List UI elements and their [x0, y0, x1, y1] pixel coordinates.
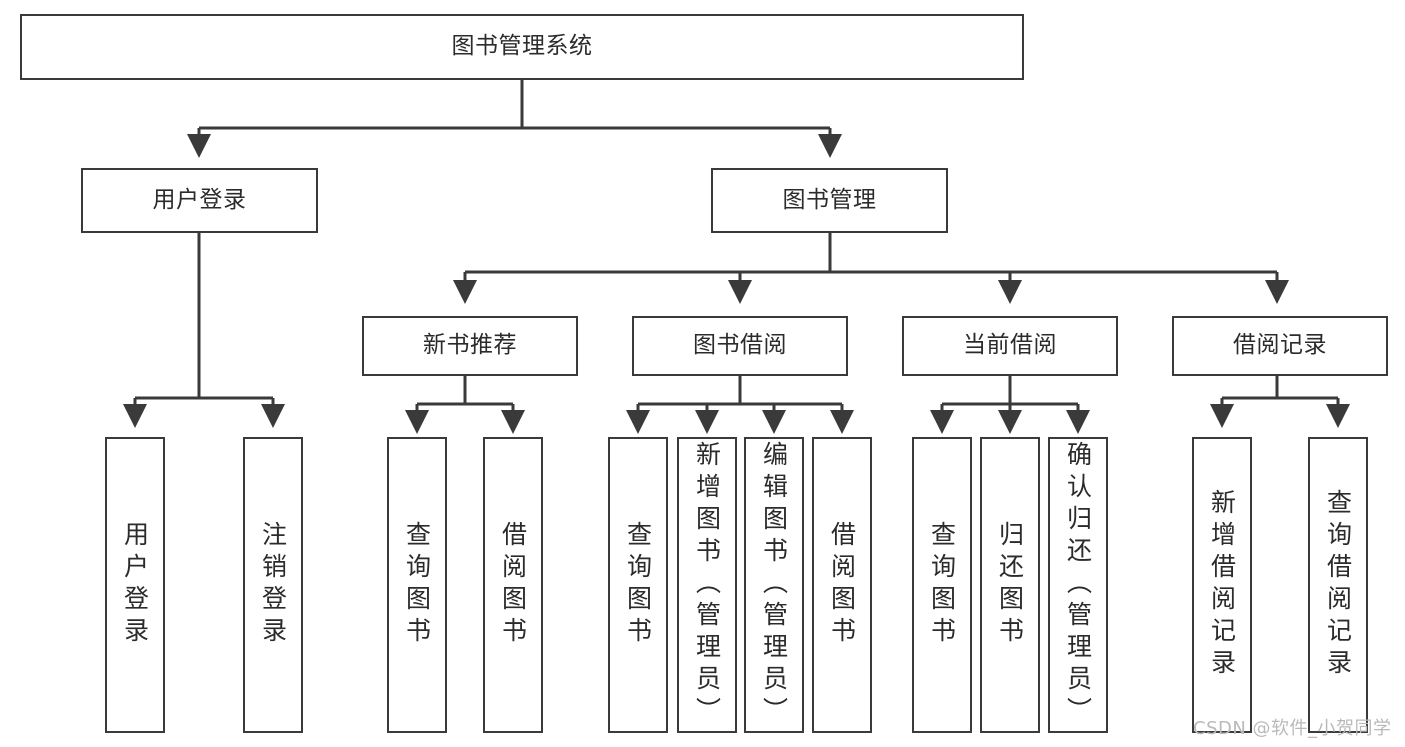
leaf-label: 新增借阅记录: [1207, 489, 1237, 681]
node-user-login[interactable]: 用户登录: [81, 168, 318, 233]
leaf-borrow-add-book-admin[interactable]: 新增图书（管理员）: [677, 437, 737, 733]
leaf-recommend-query-book[interactable]: 查询图书: [387, 437, 447, 733]
leaf-recommend-borrow-book[interactable]: 借阅图书: [483, 437, 543, 733]
node-new-book-recommend-label: 新书推荐: [423, 332, 517, 359]
leaf-label: 借阅图书: [827, 521, 857, 649]
node-book-borrow[interactable]: 图书借阅: [632, 316, 848, 376]
leaf-borrow-query-book[interactable]: 查询图书: [608, 437, 668, 733]
leaf-current-query-book[interactable]: 查询图书: [912, 437, 972, 733]
node-current-borrow-label: 当前借阅: [963, 332, 1057, 359]
leaf-label: 确认归还（管理员）: [1063, 441, 1093, 729]
node-root-label: 图书管理系统: [451, 33, 593, 60]
leaf-label: 借阅图书: [498, 521, 528, 649]
leaf-label: 查询图书: [402, 521, 432, 649]
leaf-user-login-login[interactable]: 用户登录: [105, 437, 165, 733]
leaf-label: 归还图书: [995, 521, 1025, 649]
leaf-label: 用户登录: [120, 521, 150, 649]
leaf-label: 编辑图书（管理员）: [759, 441, 789, 729]
leaf-user-login-logout[interactable]: 注销登录: [243, 437, 303, 733]
node-book-management[interactable]: 图书管理: [711, 168, 948, 233]
node-user-login-label: 用户登录: [152, 186, 247, 213]
node-book-borrow-label: 图书借阅: [693, 332, 787, 359]
node-current-borrow[interactable]: 当前借阅: [902, 316, 1118, 376]
leaf-label: 查询图书: [623, 521, 653, 649]
leaf-record-add-record[interactable]: 新增借阅记录: [1192, 437, 1252, 733]
node-new-book-recommend[interactable]: 新书推荐: [362, 316, 578, 376]
leaf-label: 查询借阅记录: [1323, 489, 1353, 681]
leaf-label: 注销登录: [258, 521, 288, 649]
leaf-current-return-book[interactable]: 归还图书: [980, 437, 1040, 733]
node-borrow-record[interactable]: 借阅记录: [1172, 316, 1388, 376]
leaf-borrow-borrow-book[interactable]: 借阅图书: [812, 437, 872, 733]
leaf-borrow-edit-book-admin[interactable]: 编辑图书（管理员）: [744, 437, 804, 733]
watermark: CSDN @软件_小贺同学: [1193, 718, 1392, 739]
leaf-record-query-record[interactable]: 查询借阅记录: [1308, 437, 1368, 733]
node-book-management-label: 图书管理: [782, 186, 877, 213]
node-root[interactable]: 图书管理系统: [20, 14, 1024, 80]
leaf-label: 新增图书（管理员）: [692, 441, 722, 729]
leaf-label: 查询图书: [927, 521, 957, 649]
node-borrow-record-label: 借阅记录: [1233, 332, 1327, 359]
leaf-current-confirm-return-admin[interactable]: 确认归还（管理员）: [1048, 437, 1108, 733]
